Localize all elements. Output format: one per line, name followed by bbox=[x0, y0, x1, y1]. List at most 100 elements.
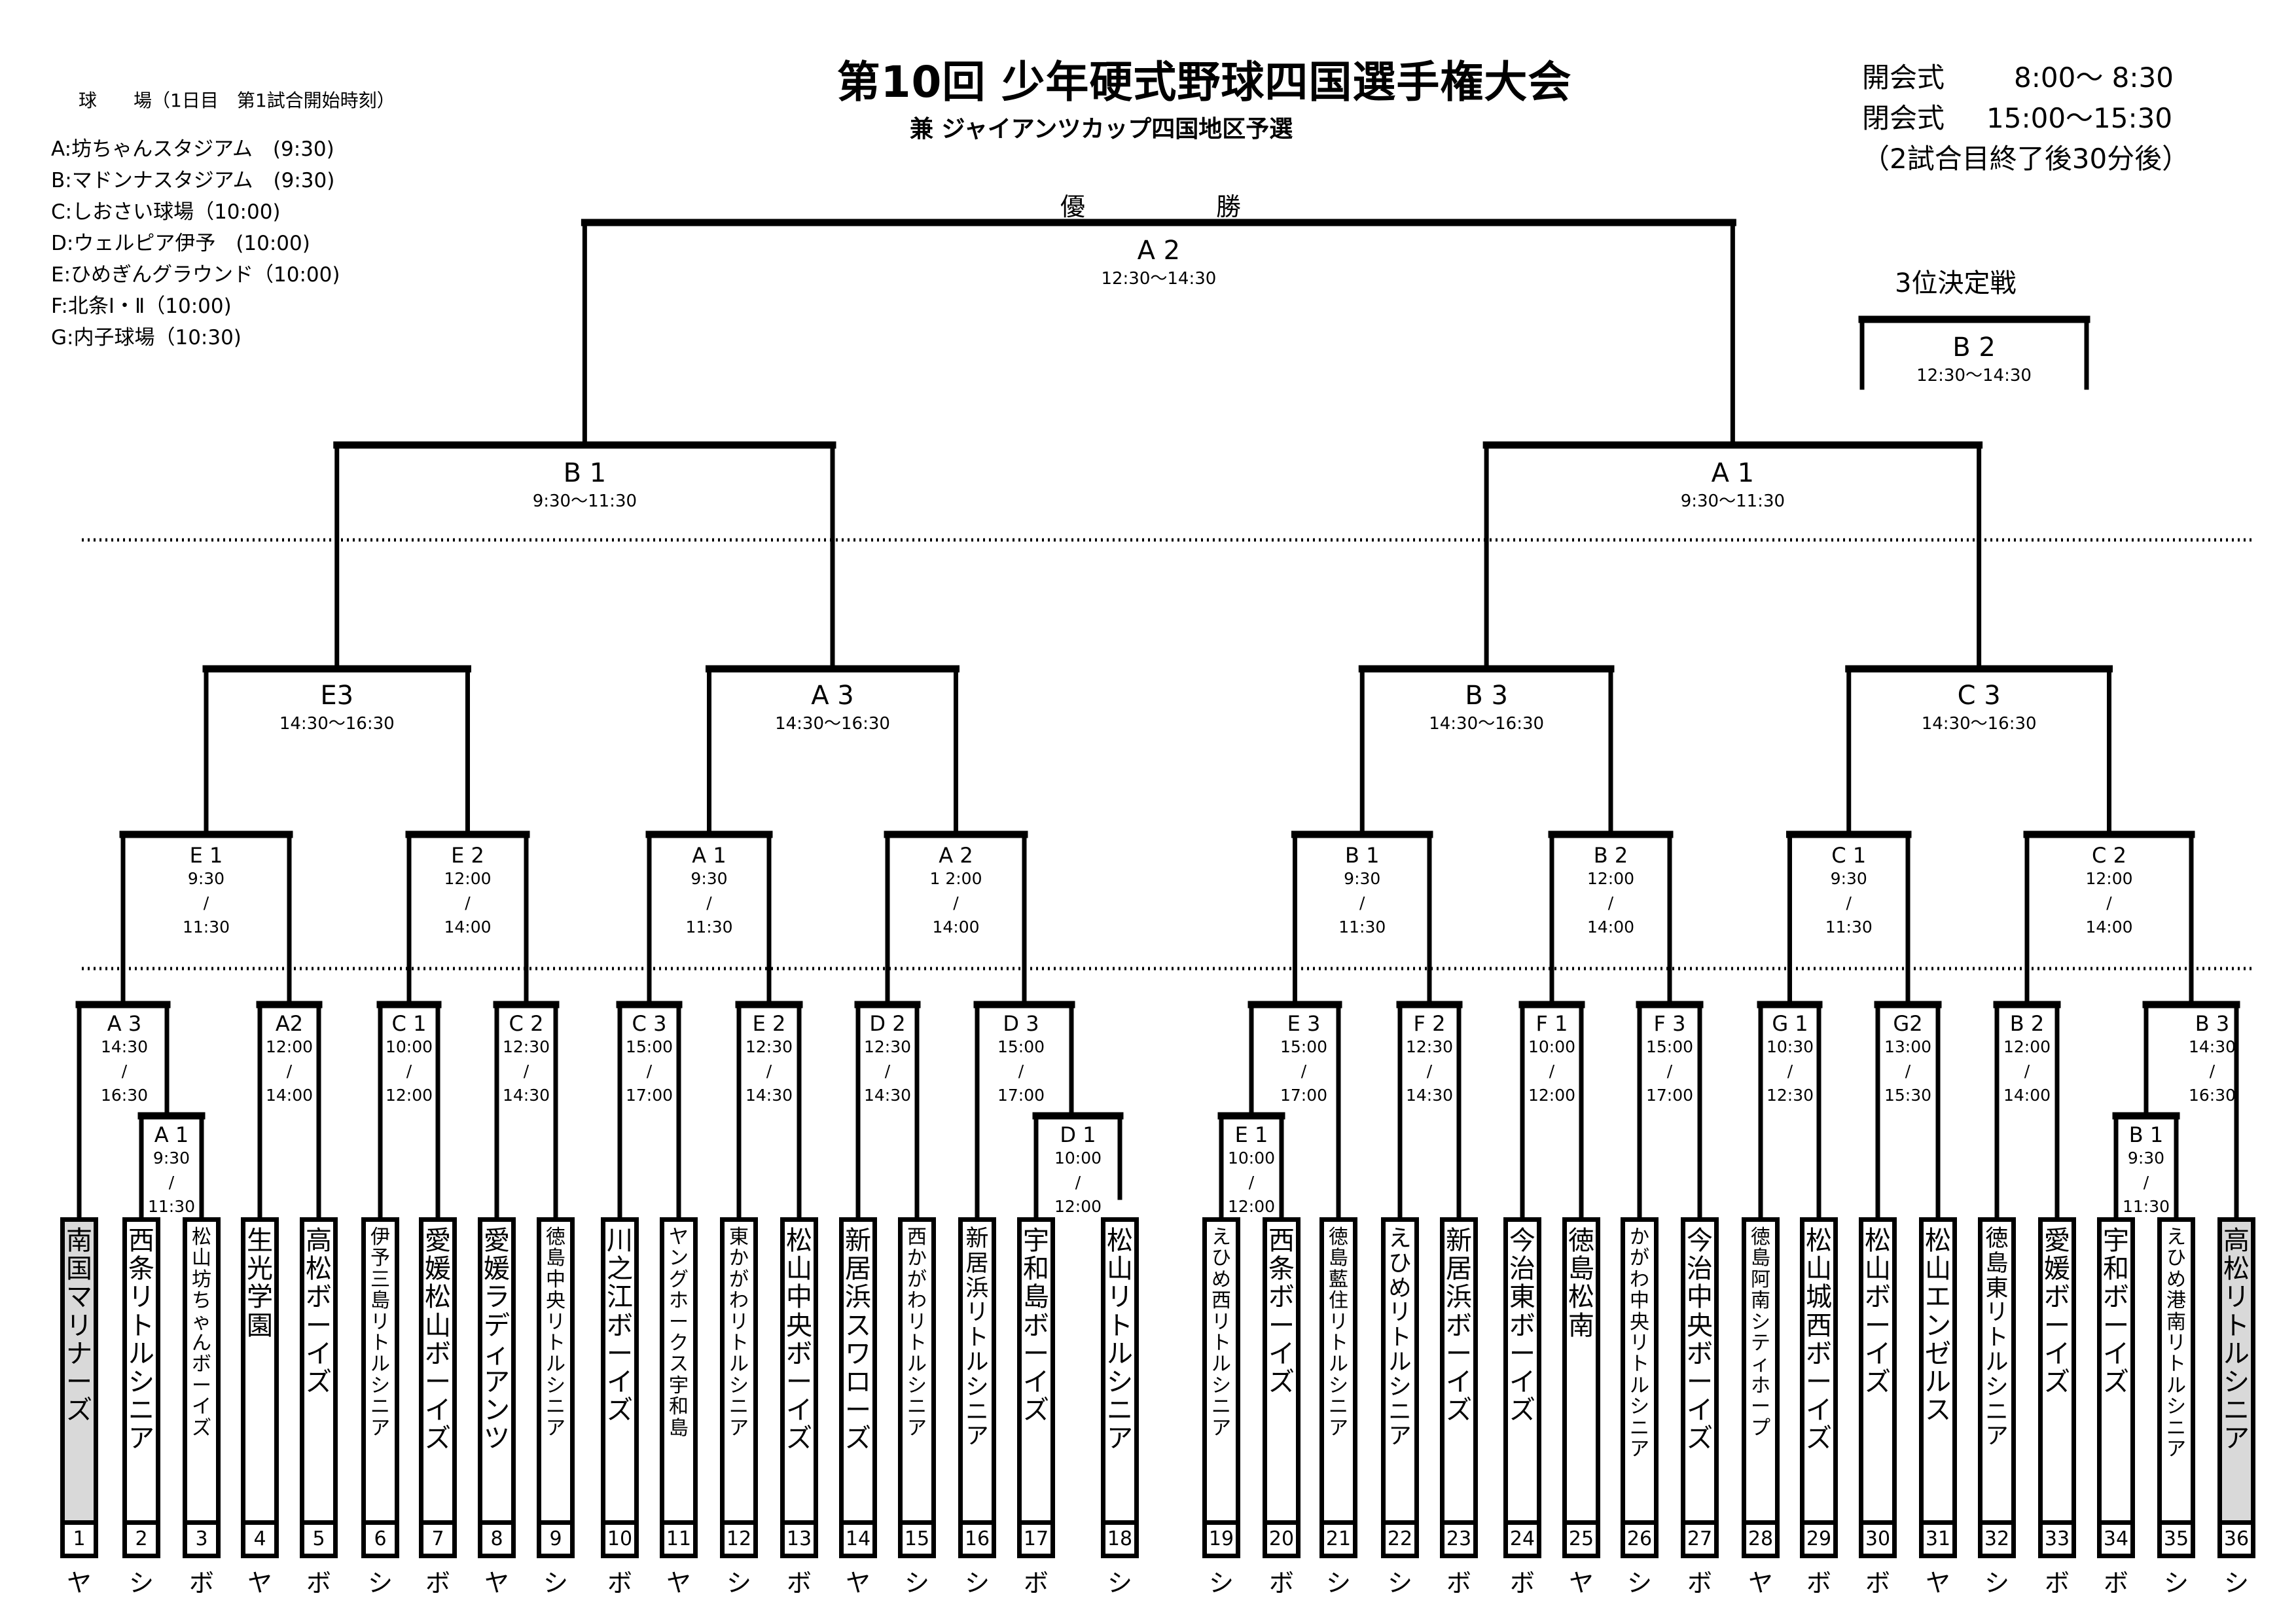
round2-label-8-separator: / bbox=[2106, 893, 2112, 912]
semifinal-label-2-time: 9:30～11:30 bbox=[1680, 491, 1785, 511]
round1-label-12-separator: / bbox=[1300, 1061, 1307, 1080]
round1-label-8-code: D 2 bbox=[869, 1011, 906, 1036]
closing-ceremony: 閉会式 15:00～15:30 bbox=[1862, 98, 2189, 139]
round1-label-20-start: 14:30 bbox=[2188, 1037, 2236, 1056]
round1-label-9-code: D 3 bbox=[1003, 1011, 1039, 1036]
team-number: 12 bbox=[720, 1520, 758, 1558]
team-name-box: ヤングホークス宇和島 bbox=[660, 1217, 698, 1525]
round1-label-6-start: 15:00 bbox=[625, 1037, 673, 1056]
quarterfinal-label-4: C 3 14:30～16:30 bbox=[1922, 681, 2037, 737]
team-number: 9 bbox=[537, 1520, 575, 1558]
team-category: ボ bbox=[188, 1569, 214, 1597]
team-category: シ bbox=[1208, 1569, 1234, 1597]
team-name-box: 愛媛ラディアンツ bbox=[478, 1217, 516, 1525]
round1-label-4-end: 12:00 bbox=[385, 1086, 433, 1105]
team-number: 26 bbox=[1621, 1520, 1659, 1558]
round1-label-10-separator: / bbox=[1075, 1173, 1081, 1192]
quarterfinal-label-4-time: 14:30～16:30 bbox=[1921, 714, 2037, 734]
team-number: 2 bbox=[122, 1520, 160, 1558]
team-category: ヤ bbox=[1925, 1569, 1950, 1597]
round1-label-9-separator: / bbox=[1018, 1061, 1024, 1080]
venue-list-header: 球 場（1日目 第1試合開始時刻） bbox=[79, 90, 395, 111]
round2-label-5-separator: / bbox=[1359, 893, 1365, 912]
round1-label-14-code: F 1 bbox=[1535, 1011, 1568, 1036]
team-number: 20 bbox=[1263, 1520, 1300, 1558]
team-number: 1 bbox=[60, 1520, 98, 1558]
third-place-match-label: B 2 12:30～14:30 bbox=[1916, 332, 2032, 389]
round2-label-1-separator: / bbox=[203, 893, 209, 912]
team-category: ボ bbox=[425, 1569, 450, 1597]
team-number: 23 bbox=[1440, 1520, 1478, 1558]
round1-label-10-start: 10:00 bbox=[1054, 1149, 1102, 1168]
venue-b: B:マドンナスタジアム (9:30) bbox=[51, 169, 335, 192]
team-category: ボ bbox=[607, 1569, 632, 1597]
team-category: ボ bbox=[306, 1569, 331, 1597]
team-number: 24 bbox=[1503, 1520, 1541, 1558]
championship-label-left: 優 bbox=[1060, 192, 1086, 221]
team-name-box: えひめ西リトルシニア bbox=[1202, 1217, 1240, 1525]
round1-label-2-start: 9:30 bbox=[152, 1149, 190, 1168]
team-name-box: 宇和ボーイズ bbox=[2097, 1217, 2135, 1525]
round1-label-6-end: 17:00 bbox=[625, 1086, 673, 1105]
round1-label-12-start: 15:00 bbox=[1280, 1037, 1328, 1056]
round1-label-19-separator: / bbox=[2143, 1173, 2149, 1192]
round1-label-1-start: 14:30 bbox=[100, 1037, 149, 1056]
round2-label-3-separator: / bbox=[706, 893, 712, 912]
team-number: 21 bbox=[1319, 1520, 1357, 1558]
team-number: 16 bbox=[958, 1520, 996, 1558]
team-number: 13 bbox=[780, 1520, 818, 1558]
team-number: 29 bbox=[1800, 1520, 1838, 1558]
round1-label-3-separator: / bbox=[286, 1061, 293, 1080]
round2-label-3-end: 11:30 bbox=[685, 918, 733, 936]
round1-label-16-start: 10:30 bbox=[1766, 1037, 1814, 1056]
quarterfinal-label-2-time: 14:30～16:30 bbox=[775, 714, 890, 734]
team-name-box: 徳島東リトルシニア bbox=[1978, 1217, 2016, 1525]
team-number: 18 bbox=[1101, 1520, 1139, 1558]
round2-label-1-code: E 1 bbox=[189, 843, 223, 868]
team-number: 33 bbox=[2038, 1520, 2076, 1558]
third-place-match-label-code: B 2 bbox=[1952, 332, 1996, 363]
team-name-box: 高松リトルシニア bbox=[2217, 1217, 2255, 1525]
team-category: シ bbox=[1107, 1569, 1132, 1597]
round1-label-18-separator: / bbox=[2024, 1061, 2030, 1080]
team-name-box: 愛媛松山ボーイズ bbox=[419, 1217, 457, 1525]
team-number: 19 bbox=[1202, 1520, 1240, 1558]
team-name-box: 松山中央ボーイズ bbox=[780, 1217, 818, 1525]
semifinal-label-1-time: 9:30～11:30 bbox=[532, 491, 637, 511]
round1-label-7-start: 12:30 bbox=[745, 1037, 793, 1056]
round1-label-13-separator: / bbox=[1426, 1061, 1433, 1080]
team-number: 11 bbox=[660, 1520, 698, 1558]
team-name-box: 今治東ボーイズ bbox=[1503, 1217, 1541, 1525]
round1-label-5-separator: / bbox=[523, 1061, 529, 1080]
third-place-match-label-time: 12:30～14:30 bbox=[1916, 366, 2032, 385]
round1-label-5-end: 14:30 bbox=[502, 1086, 550, 1105]
team-category: シ bbox=[904, 1569, 929, 1597]
venue-list: A:坊ちゃんスタジアム (9:30) B:マドンナスタジアム (9:30) C:… bbox=[51, 134, 340, 353]
team-name-box: 松山坊ちゃんボーイズ bbox=[183, 1217, 221, 1525]
round1-label-2-separator: / bbox=[168, 1173, 175, 1192]
round2-label-3-code: A 1 bbox=[692, 843, 726, 868]
final-match-label-time: 12:30～14:30 bbox=[1101, 269, 1217, 289]
round2-label-6-code: B 2 bbox=[1593, 843, 1628, 868]
round1-label-12-code: E 3 bbox=[1287, 1011, 1321, 1036]
round1-label-2-code: A 1 bbox=[154, 1122, 189, 1147]
round2-label-5-code: B 1 bbox=[1345, 843, 1380, 868]
round1-label-13-start: 12:30 bbox=[1405, 1037, 1454, 1056]
team-name-box: 松山城西ボーイズ bbox=[1800, 1217, 1838, 1525]
team-category: ヤ bbox=[66, 1569, 92, 1597]
team-number: 15 bbox=[898, 1520, 936, 1558]
team-category: ヤ bbox=[1748, 1569, 1773, 1597]
team-name-box: 徳島中央リトルシニア bbox=[537, 1217, 575, 1525]
round2-label-6-end: 14:00 bbox=[1587, 918, 1635, 936]
round1-label-11-start: 10:00 bbox=[1227, 1149, 1276, 1168]
round1-label-15-code: F 3 bbox=[1653, 1011, 1686, 1036]
venue-d: D:ウェルピア伊予 (10:00) bbox=[51, 232, 310, 255]
quarterfinal-label-4-code: C 3 bbox=[1957, 681, 2001, 711]
team-number: 30 bbox=[1859, 1520, 1897, 1558]
